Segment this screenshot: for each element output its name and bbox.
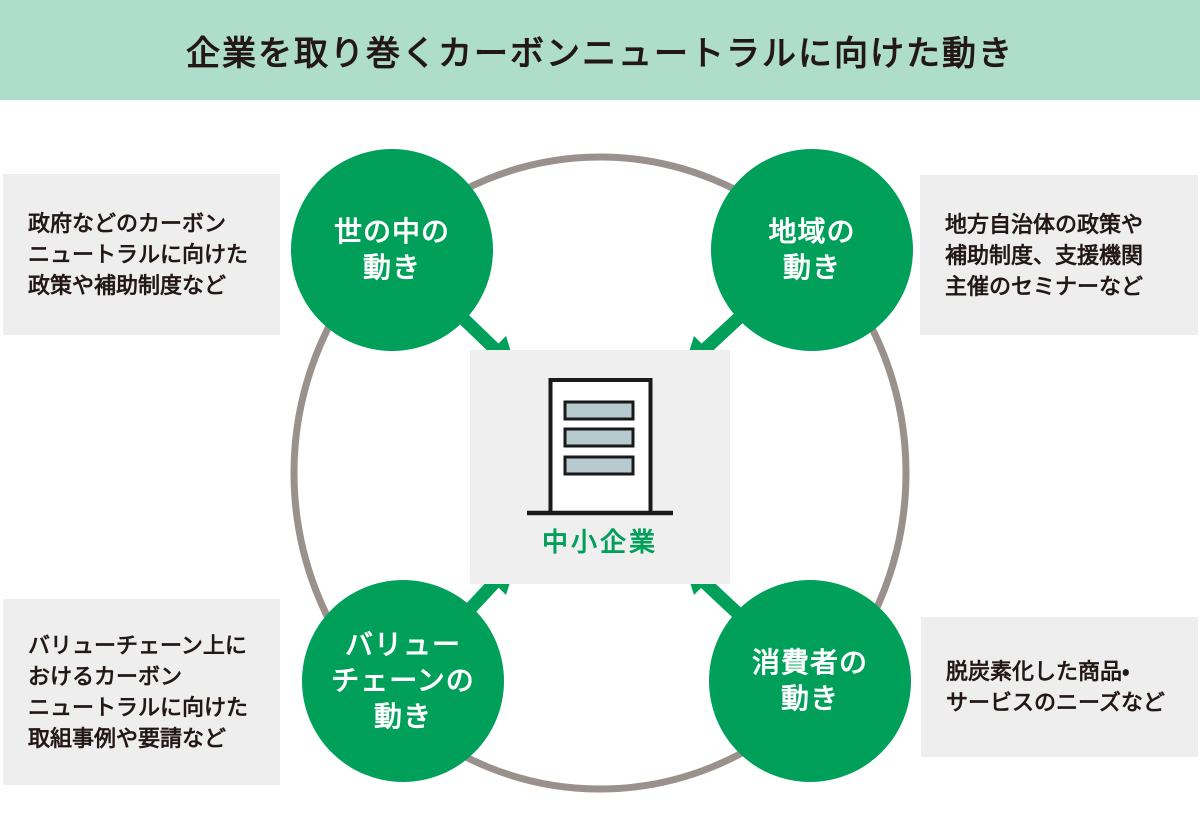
node-region-label: 地域の 動き — [768, 216, 856, 283]
node-consumer: 消費者の 動き — [709, 580, 911, 782]
note-value-chain-text: バリューチェーン上に おけるカーボン ニュートラルに向けた 取組事例や要請など — [28, 633, 249, 751]
title-band: 企業を取り巻くカーボンニュートラルに向けた動き — [0, 0, 1200, 100]
note-consumer: 脱炭素化した商品・ サービスのニーズなど — [921, 617, 1198, 757]
note-society-text: 政府などのカーボン ニュートラルに向けた 政策や補助制度など — [28, 211, 249, 298]
node-consumer-label: 消費者の 動き — [751, 647, 868, 714]
center-company-label: 中小企業 — [541, 527, 658, 557]
center-company-box: 中小企業 — [470, 350, 730, 584]
page-title: 企業を取り巻くカーボンニュートラルに向けた動き — [186, 34, 1014, 73]
node-value-chain: バリュー チェーンの 動き — [302, 580, 504, 782]
node-value-chain-label: バリュー チェーンの 動き — [331, 629, 475, 732]
note-region: 地方自治体の政策や 補助制度、支援機関 主催のセミナーなど — [920, 175, 1198, 335]
note-consumer-text: 脱炭素化した商品・ サービスのニーズなど — [946, 659, 1165, 715]
note-value-chain: バリューチェーン上に おけるカーボン ニュートラルに向けた 取組事例や要請など — [3, 599, 280, 785]
note-society: 政府などのカーボン ニュートラルに向けた 政策や補助制度など — [3, 174, 280, 335]
node-society: 世の中の 動き — [291, 149, 493, 351]
note-region-text: 地方自治体の政策や 補助制度、支援機関 主催のセミナーなど — [945, 211, 1144, 299]
node-society-label: 世の中の 動き — [333, 216, 450, 283]
node-region: 地域の 動き — [711, 149, 913, 351]
